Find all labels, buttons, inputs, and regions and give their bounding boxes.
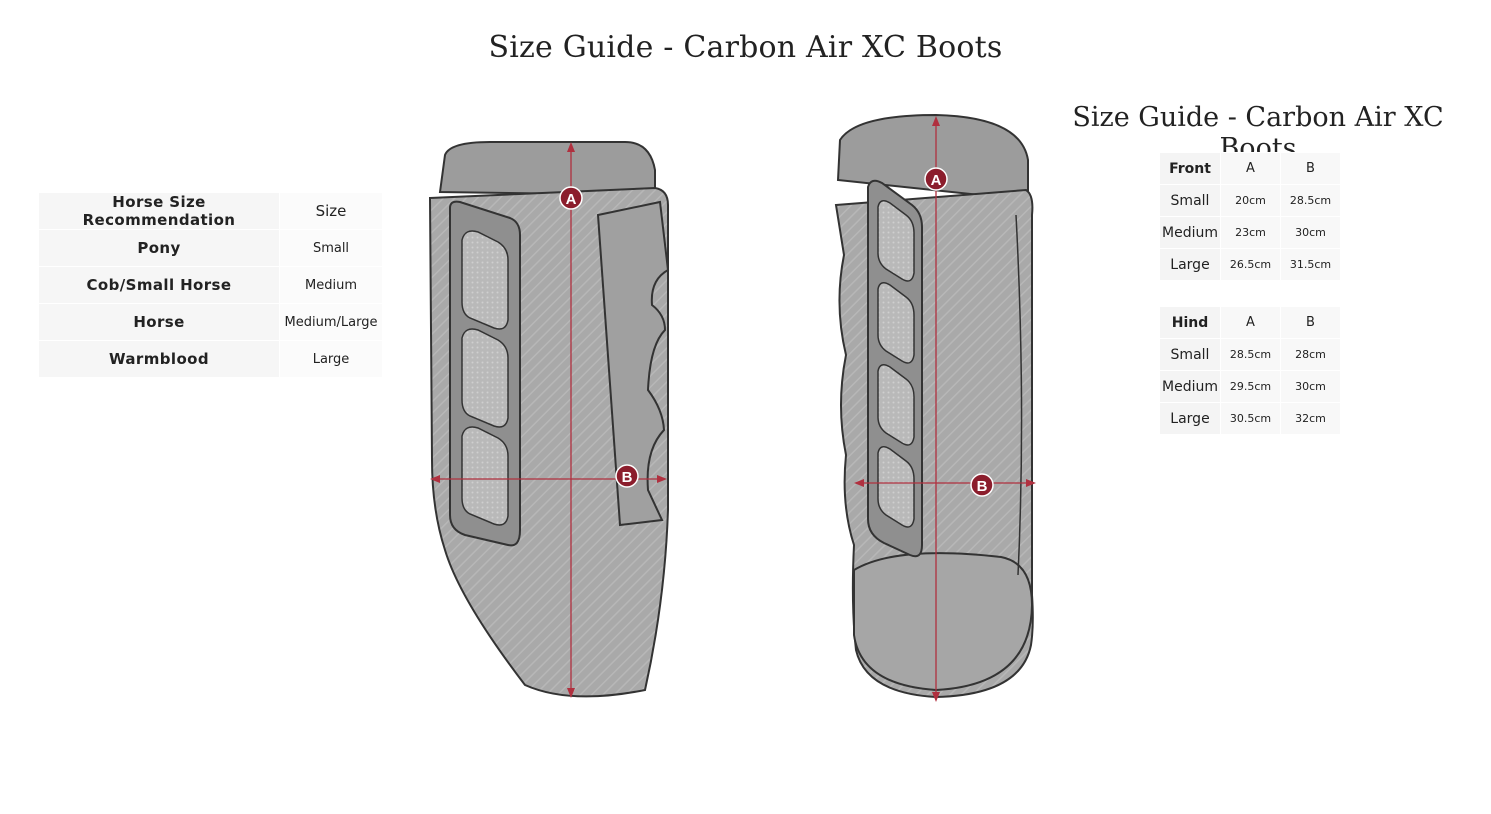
b-value-cell: 32cm bbox=[1280, 402, 1341, 435]
table-row: Small 28.5cm 28cm bbox=[1159, 338, 1341, 371]
size-label-cell: Small bbox=[1159, 184, 1221, 217]
header-a: A bbox=[1220, 152, 1281, 185]
horse-type-cell: Horse bbox=[38, 303, 280, 341]
a-value-cell: 29.5cm bbox=[1220, 370, 1281, 403]
header-size: Size bbox=[279, 192, 383, 230]
size-cell: Large bbox=[279, 340, 383, 378]
hind-boot-diagram: A B bbox=[834, 113, 1036, 702]
hind-size-table: Hind A B Small 28.5cm 28cm Medium 29.5cm… bbox=[1159, 306, 1341, 435]
marker-a-label: A bbox=[931, 172, 942, 189]
table-row: Large 30.5cm 32cm bbox=[1159, 402, 1341, 435]
front-marker-a: A bbox=[559, 186, 583, 210]
b-value-cell: 28cm bbox=[1280, 338, 1341, 371]
a-value-cell: 28.5cm bbox=[1220, 338, 1281, 371]
b-value-cell: 31.5cm bbox=[1280, 248, 1341, 281]
b-value-cell: 30cm bbox=[1280, 370, 1341, 403]
front-boot-diagram: A B bbox=[428, 141, 670, 698]
header-b: B bbox=[1280, 306, 1341, 339]
marker-b-label: B bbox=[977, 478, 988, 495]
marker-b-label: B bbox=[622, 469, 633, 486]
front-marker-b: B bbox=[615, 464, 639, 488]
a-value-cell: 20cm bbox=[1220, 184, 1281, 217]
b-value-cell: 30cm bbox=[1280, 216, 1341, 249]
size-guide-subtitle: Size Guide - Carbon Air XC Boots bbox=[1072, 102, 1444, 164]
front-size-table: Front A B Small 20cm 28.5cm Medium 23cm … bbox=[1159, 152, 1341, 281]
b-value-cell: 28.5cm bbox=[1280, 184, 1341, 217]
size-cell: Medium bbox=[279, 266, 383, 304]
header-a: A bbox=[1220, 306, 1281, 339]
table-row: Large 26.5cm 31.5cm bbox=[1159, 248, 1341, 281]
header-b: B bbox=[1280, 152, 1341, 185]
size-cell: Medium/Large bbox=[279, 303, 383, 341]
table-row: Medium 29.5cm 30cm bbox=[1159, 370, 1341, 403]
header-front: Front bbox=[1159, 152, 1221, 185]
table-row: Pony Small bbox=[38, 229, 383, 267]
marker-a-label: A bbox=[566, 191, 577, 208]
table-row: Medium 23cm 30cm bbox=[1159, 216, 1341, 249]
hind-marker-a: A bbox=[924, 167, 948, 191]
table-row: Cob/Small Horse Medium bbox=[38, 266, 383, 304]
a-value-cell: 23cm bbox=[1220, 216, 1281, 249]
page-title: Size Guide - Carbon Air XC Boots bbox=[488, 30, 1003, 65]
a-value-cell: 30.5cm bbox=[1220, 402, 1281, 435]
hind-marker-b: B bbox=[970, 473, 994, 497]
a-value-cell: 26.5cm bbox=[1220, 248, 1281, 281]
size-label-cell: Medium bbox=[1159, 216, 1221, 249]
size-cell: Small bbox=[279, 229, 383, 267]
header-horse-size: Horse Size Recommendation bbox=[38, 192, 280, 230]
horse-type-cell: Pony bbox=[38, 229, 280, 267]
size-label-cell: Large bbox=[1159, 248, 1221, 281]
table-header-row: Hind A B bbox=[1159, 306, 1341, 339]
size-label-cell: Large bbox=[1159, 402, 1221, 435]
horse-type-cell: Warmblood bbox=[38, 340, 280, 378]
table-row: Horse Medium/Large bbox=[38, 303, 383, 341]
table-header-row: Horse Size Recommendation Size bbox=[38, 192, 383, 230]
header-hind: Hind bbox=[1159, 306, 1221, 339]
hind-measurement-lines bbox=[854, 116, 1036, 702]
front-boot-shape bbox=[428, 141, 670, 698]
horse-type-cell: Cob/Small Horse bbox=[38, 266, 280, 304]
table-row: Small 20cm 28.5cm bbox=[1159, 184, 1341, 217]
table-row: Warmblood Large bbox=[38, 340, 383, 378]
hind-boot-shape bbox=[834, 113, 1034, 699]
table-header-row: Front A B bbox=[1159, 152, 1341, 185]
horse-size-recommendation-table: Horse Size Recommendation Size Pony Smal… bbox=[38, 192, 383, 378]
size-label-cell: Small bbox=[1159, 338, 1221, 371]
size-label-cell: Medium bbox=[1159, 370, 1221, 403]
